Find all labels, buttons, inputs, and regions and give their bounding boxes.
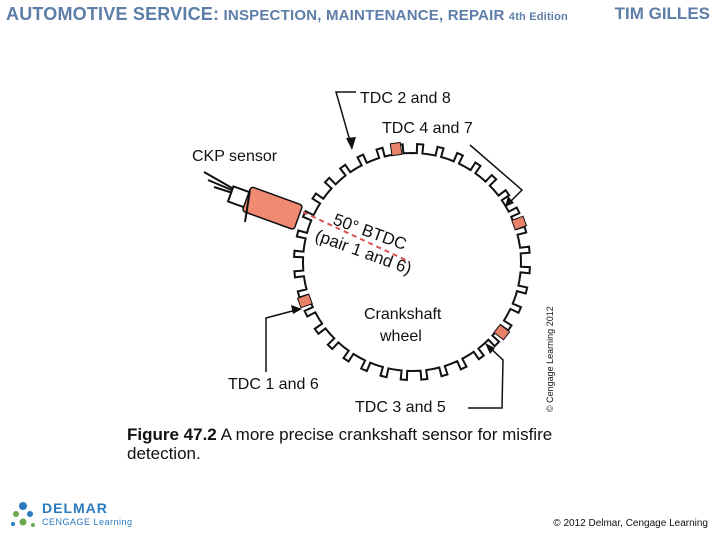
caption-text: A more precise crankshaft sensor for mis… bbox=[127, 425, 553, 463]
marker-tdc-4-7 bbox=[511, 215, 528, 231]
tdc-markers bbox=[296, 141, 528, 341]
label-crankshaft: Crankshaft bbox=[364, 306, 442, 323]
header-author: TIM GILLES bbox=[614, 4, 710, 23]
footer-copyright: © 2012 Delmar, Cengage Learning bbox=[553, 518, 708, 529]
marker-tdc-2-8 bbox=[389, 141, 403, 157]
reference-dashed-line bbox=[302, 211, 411, 263]
title-sub: INSPECTION, MAINTENANCE, REPAIR bbox=[223, 7, 505, 24]
label-tdc-1-6: TDC 1 and 6 bbox=[228, 376, 319, 393]
figure-number: Figure 47.2 bbox=[127, 425, 217, 444]
label-tdc-2-8: TDC 2 and 8 bbox=[360, 90, 451, 107]
label-ckp-sensor: CKP sensor bbox=[192, 148, 278, 165]
label-tdc-4-7: TDC 4 and 7 bbox=[382, 120, 473, 137]
logo-name: DELMAR bbox=[42, 500, 108, 516]
arrow-heads bbox=[291, 137, 514, 354]
delmar-logo-icon bbox=[11, 502, 35, 527]
title-edition: 4th Edition bbox=[508, 11, 568, 23]
image-copyright: © Cengage Learning 2012 bbox=[545, 306, 555, 412]
delmar-logo: DELMAR CENGAGE Learning bbox=[8, 498, 158, 532]
ckp-sensor bbox=[203, 171, 303, 230]
marker-tdc-1-6 bbox=[296, 293, 313, 309]
figure-caption: Figure 47.2 A more precise crankshaft se… bbox=[127, 425, 607, 463]
crankshaft-wheel bbox=[293, 143, 531, 381]
title-main: AUTOMOTIVE SERVICE: bbox=[6, 4, 220, 24]
label-wheel: wheel bbox=[379, 328, 422, 345]
marker-tdc-3-5 bbox=[493, 323, 511, 341]
logo-sub: CENGAGE Learning bbox=[42, 517, 133, 527]
header-title: AUTOMOTIVE SERVICE: INSPECTION, MAINTENA… bbox=[6, 4, 568, 25]
label-tdc-3-5: TDC 3 and 5 bbox=[355, 399, 446, 416]
